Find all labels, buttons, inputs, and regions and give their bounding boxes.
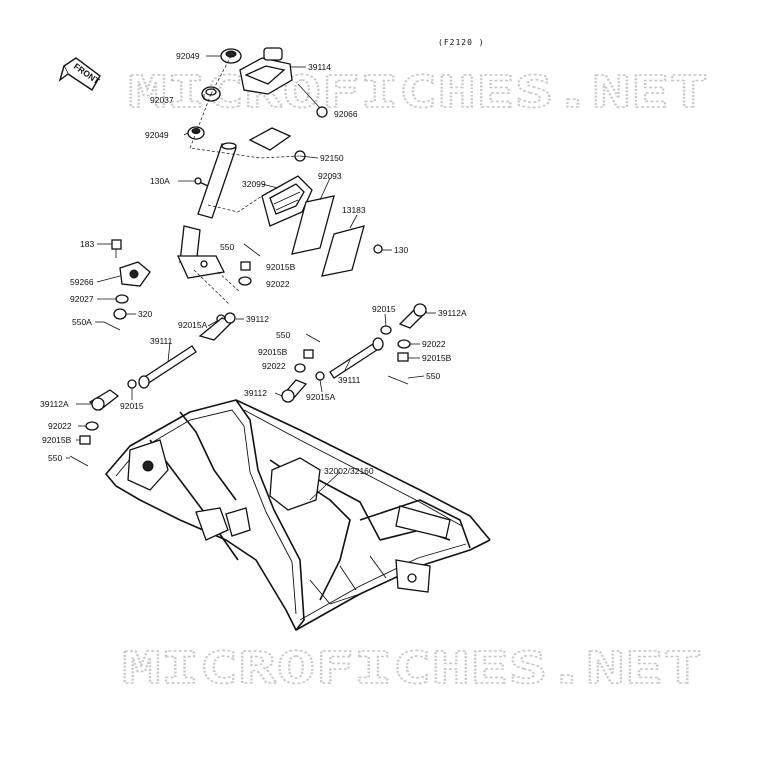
part-labels: 92049 39114 92037 92066 92049 92150 130A… [40, 51, 467, 476]
label-550-b: 550 [276, 330, 290, 340]
label-13183: 13183 [342, 205, 366, 215]
label-39112-a: 39112 [246, 314, 269, 324]
label-92015-r: 92015 [372, 304, 396, 314]
label-92015b-b: 92015B [258, 347, 288, 357]
diagram-code: (F2120 ) [438, 38, 485, 47]
label-39111-r: 39111 [338, 375, 361, 385]
label-92015a-a: 92015A [178, 320, 208, 330]
main-frame [105, 399, 491, 631]
label-39112-b: 39112 [244, 388, 267, 398]
label-92049-mid: 92049 [145, 130, 169, 140]
label-92022-b: 92022 [262, 361, 286, 371]
leader-lines [66, 55, 436, 501]
watermark-top: MICROFICHES.NET [128, 67, 708, 118]
label-92049-top: 92049 [176, 51, 200, 61]
label-32099: 32099 [242, 179, 266, 189]
label-92066: 92066 [334, 109, 358, 119]
label-32002-32160: 32002/32160 [324, 466, 374, 476]
label-39112a-l: 39112A [40, 399, 69, 409]
label-92015b-r: 92015B [422, 353, 452, 363]
label-550-r: 550 [426, 371, 440, 381]
label-92015b-c: 92015B [42, 435, 72, 445]
label-92037: 92037 [150, 95, 174, 105]
cover-plates [261, 175, 383, 277]
label-550a-a: 550A [72, 317, 92, 327]
label-92022-c: 92022 [48, 421, 72, 431]
front-arrow-icon: FRONT [58, 57, 102, 91]
label-39114: 39114 [308, 62, 331, 72]
label-550-c: 550 [48, 453, 62, 463]
label-92015b-a: 92015B [266, 262, 296, 272]
label-92015-l: 92015 [120, 401, 144, 411]
label-92015a-b: 92015A [306, 392, 336, 402]
label-320: 320 [138, 309, 152, 319]
label-92022-r: 92022 [422, 339, 446, 349]
label-39112a-r: 39112A [438, 308, 467, 318]
label-59266: 59266 [70, 277, 94, 287]
steering-parts [176, 47, 328, 306]
watermark-bottom: MICROFICHES.NET [122, 643, 702, 694]
label-92150: 92150 [320, 153, 344, 163]
label-39111-l: 39111 [150, 336, 173, 346]
label-183: 183 [80, 239, 94, 249]
label-130: 130 [394, 245, 408, 255]
label-92027: 92027 [70, 294, 94, 304]
hardware [69, 239, 428, 467]
label-550-a: 550 [220, 242, 234, 252]
label-130a: 130A [150, 176, 170, 186]
label-92093: 92093 [318, 171, 342, 181]
label-92022-a: 92022 [266, 279, 290, 289]
